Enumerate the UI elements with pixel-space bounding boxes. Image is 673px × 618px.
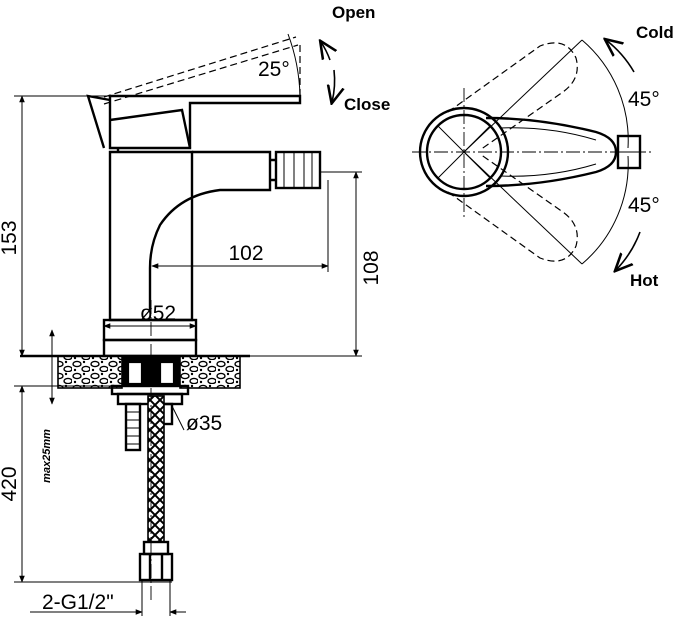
total-height-value: 153 xyxy=(0,220,21,255)
base-diameter-value: ø52 xyxy=(140,302,176,325)
countertop-section xyxy=(20,354,250,389)
hot-label: Hot xyxy=(630,271,659,290)
mounting-range-value: max25mm xyxy=(41,429,53,483)
side-view: Open Close 25° xyxy=(0,3,390,616)
cold-arrow xyxy=(606,40,635,73)
dimension-base-diameter: ø52 xyxy=(103,302,197,329)
open-label: Open xyxy=(332,3,375,22)
dimension-connection: 2-G1/2" xyxy=(30,580,186,616)
top-view: Cold Hot 45° 45° xyxy=(412,23,673,290)
lever-handle xyxy=(86,94,302,150)
hose-length-value: 420 xyxy=(0,466,21,501)
cold-angle-label: 45° xyxy=(628,88,660,111)
spout-height-value: 108 xyxy=(360,250,383,285)
lever-angle-label: 25° xyxy=(258,58,290,81)
dimension-spout-height: 108 xyxy=(240,171,383,357)
spout-reach-value: 102 xyxy=(228,242,263,265)
dimension-hose-length: 420 xyxy=(0,385,172,583)
lever-ghost-cold xyxy=(447,42,578,151)
shank-diameter-value: ø35 xyxy=(186,412,222,435)
hot-rotation-arc xyxy=(581,155,629,265)
cold-rotation-arc xyxy=(581,39,629,149)
supply-hose xyxy=(138,395,174,582)
lever-ghost-hot xyxy=(447,153,578,262)
cold-label: Cold xyxy=(636,23,673,42)
dimension-mounting-range: max25mm xyxy=(41,329,55,483)
connection-value: 2-G1/2" xyxy=(42,591,114,614)
close-label: Close xyxy=(344,95,390,114)
hot-arrow xyxy=(616,231,641,270)
lever-top xyxy=(418,106,642,198)
dimension-spout-reach: 102 xyxy=(151,180,329,272)
faucet-body xyxy=(102,148,322,358)
lever-rotation-indicator: Open Close 25° xyxy=(103,3,390,114)
dimension-shank-diameter: ø35 xyxy=(171,405,222,435)
hot-angle-label: 45° xyxy=(628,194,660,217)
dimension-total-height: 153 xyxy=(0,95,110,357)
